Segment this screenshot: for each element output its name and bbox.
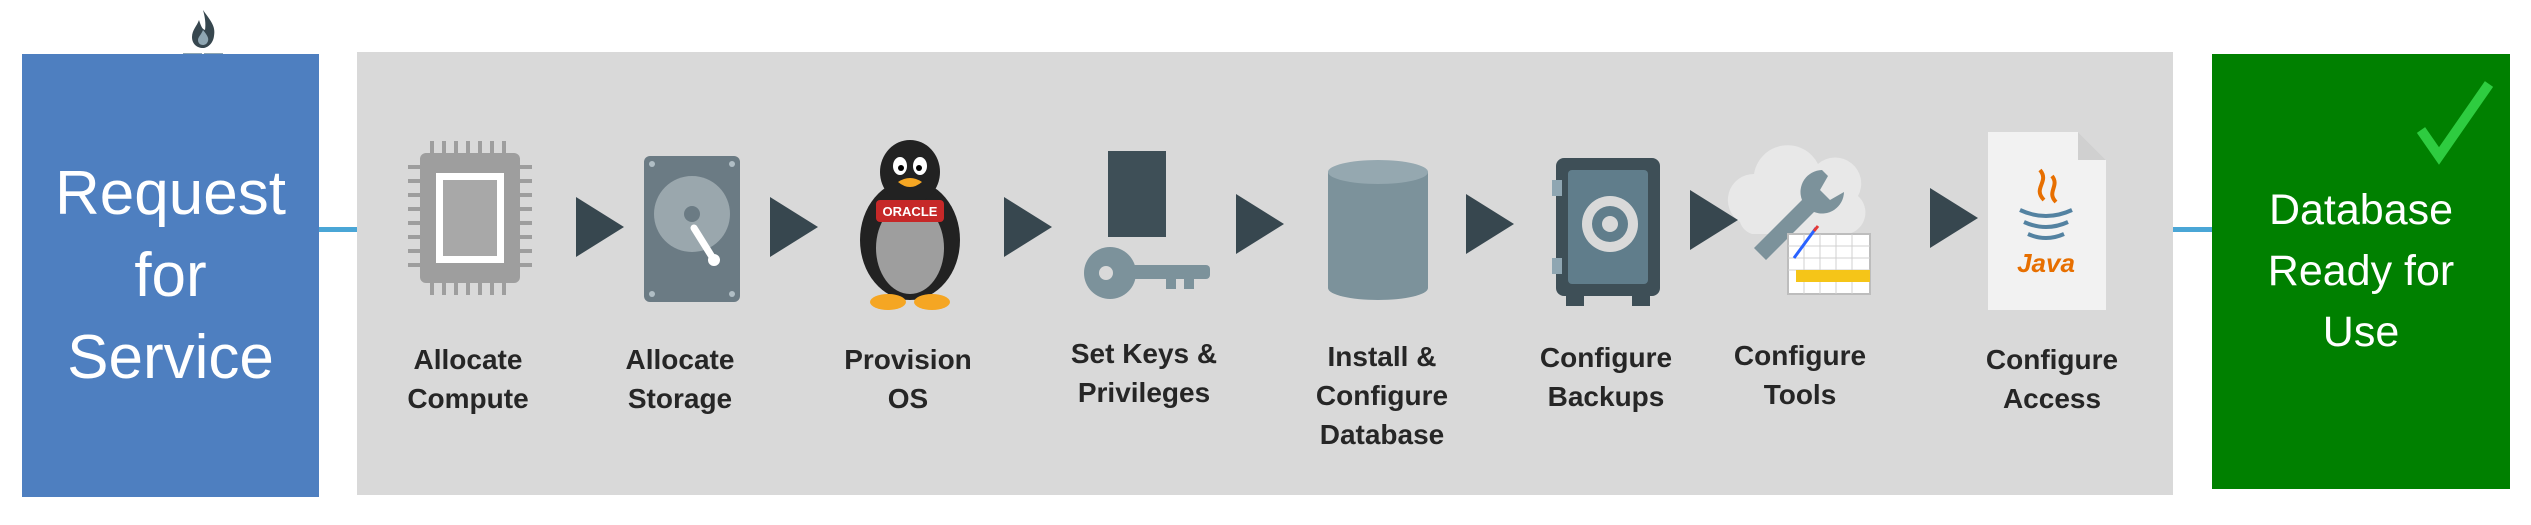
step-label-allocate-storage: Allocate Storage bbox=[625, 344, 735, 414]
safe-vault-icon bbox=[1552, 158, 1660, 306]
step-label-provision-os: Provision OS bbox=[844, 344, 972, 414]
step-label-allocate-compute: Allocate Compute bbox=[407, 344, 529, 414]
database-cylinder-icon bbox=[1328, 160, 1428, 300]
flow-arrow-5 bbox=[1466, 194, 1514, 254]
request-label: Request for Service bbox=[55, 158, 286, 392]
cpu-chip-icon bbox=[408, 141, 532, 295]
request-for-service-box: Request for Service bbox=[22, 54, 319, 497]
svg-text:ORACLE: ORACLE bbox=[883, 204, 938, 219]
step-label-set-keys: Set Keys & Privileges bbox=[1070, 338, 1218, 408]
svg-text:Java: Java bbox=[2017, 248, 2075, 278]
java-file-icon: Java bbox=[1988, 132, 2106, 310]
checkmark-icon bbox=[2416, 81, 2494, 165]
flow-arrow-3 bbox=[1004, 197, 1052, 257]
connector-left bbox=[319, 227, 357, 232]
flow-arrow-4 bbox=[1236, 194, 1284, 254]
hard-drive-icon bbox=[644, 156, 740, 302]
connector-right bbox=[2173, 227, 2212, 232]
flow-arrow-1 bbox=[576, 197, 624, 257]
step-label-configure-tools: Configure Tools bbox=[1733, 340, 1867, 410]
ready-label: Database Ready for Use bbox=[2267, 186, 2455, 356]
flow-arrow-7 bbox=[1930, 188, 1978, 248]
step-label-install-database: Install & Configure Database bbox=[1315, 341, 1449, 450]
key-icon bbox=[1084, 151, 1210, 299]
flow-arrow-6 bbox=[1690, 190, 1738, 250]
oracle-linux-penguin-icon: ORACLE bbox=[860, 140, 960, 310]
step-label-configure-backups: Configure Backups bbox=[1539, 342, 1673, 412]
step-label-configure-access: Configure Access bbox=[1985, 344, 2119, 414]
flow-arrow-2 bbox=[770, 197, 818, 257]
cloud-wrench-tools-icon bbox=[1727, 145, 1871, 295]
